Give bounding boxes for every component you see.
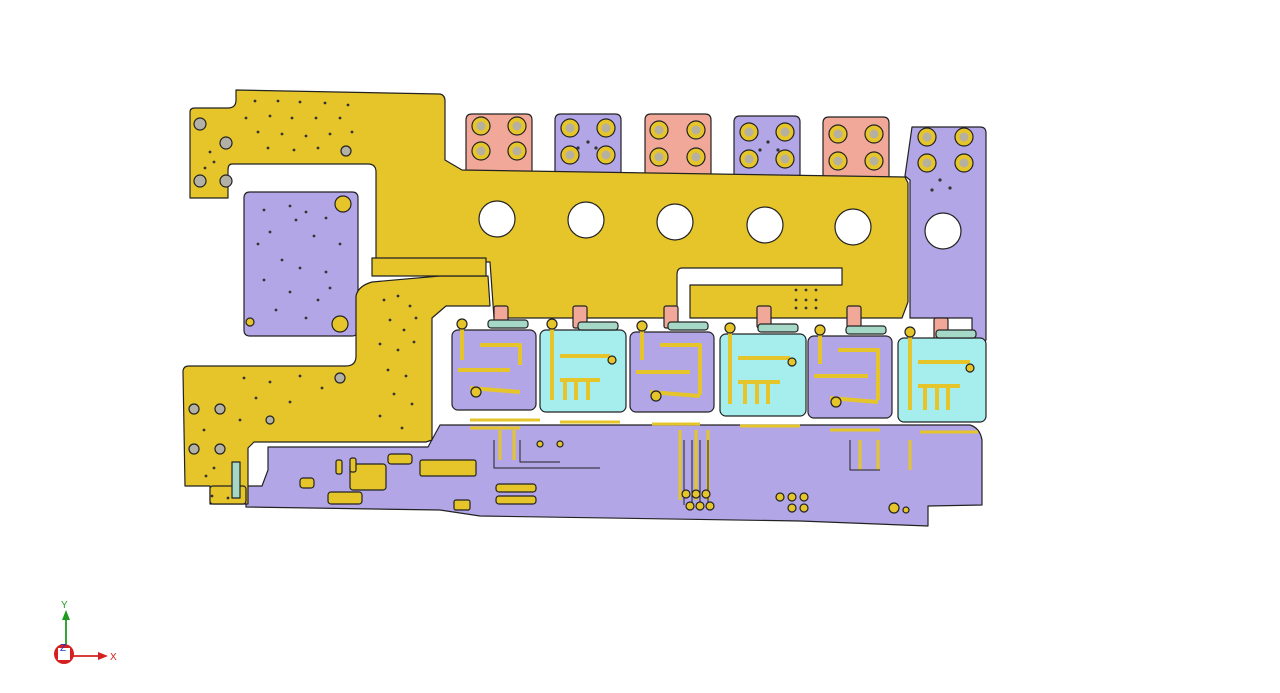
x-axis-label: X — [110, 652, 117, 663]
copper-large-vias — [188, 117, 352, 455]
copper-lower-plane — [182, 275, 491, 505]
module-4 — [719, 322, 807, 417]
copper-connector-strip — [371, 257, 487, 277]
lower-left-post — [231, 461, 241, 499]
terminal-pad-drills — [476, 121, 969, 168]
copper-main-plane — [189, 89, 909, 319]
small-vias — [202, 99, 952, 500]
panel-corner-vias — [245, 195, 352, 333]
gate-driver-traces — [470, 418, 978, 500]
module-2 — [539, 318, 627, 413]
z-axis-label: Z — [60, 643, 66, 654]
coordinate-triad-icon: Y X Z — [54, 600, 117, 664]
substrate-lower-body — [245, 424, 983, 527]
module-3 — [629, 320, 715, 413]
pcb-board-model — [182, 89, 987, 527]
module-5 — [807, 324, 893, 419]
control-vias — [536, 440, 910, 514]
gate-driver-outline-traces — [493, 440, 880, 505]
y-axis-label: Y — [61, 600, 68, 611]
substrate-left-panel — [243, 191, 359, 337]
y-axis-head — [62, 610, 70, 620]
module-6 — [897, 326, 987, 423]
module-1 — [451, 318, 537, 411]
mounting-holes — [478, 200, 962, 250]
z-axis-face — [58, 648, 70, 660]
x-axis-head — [98, 652, 108, 660]
terminal-pads — [471, 116, 974, 173]
